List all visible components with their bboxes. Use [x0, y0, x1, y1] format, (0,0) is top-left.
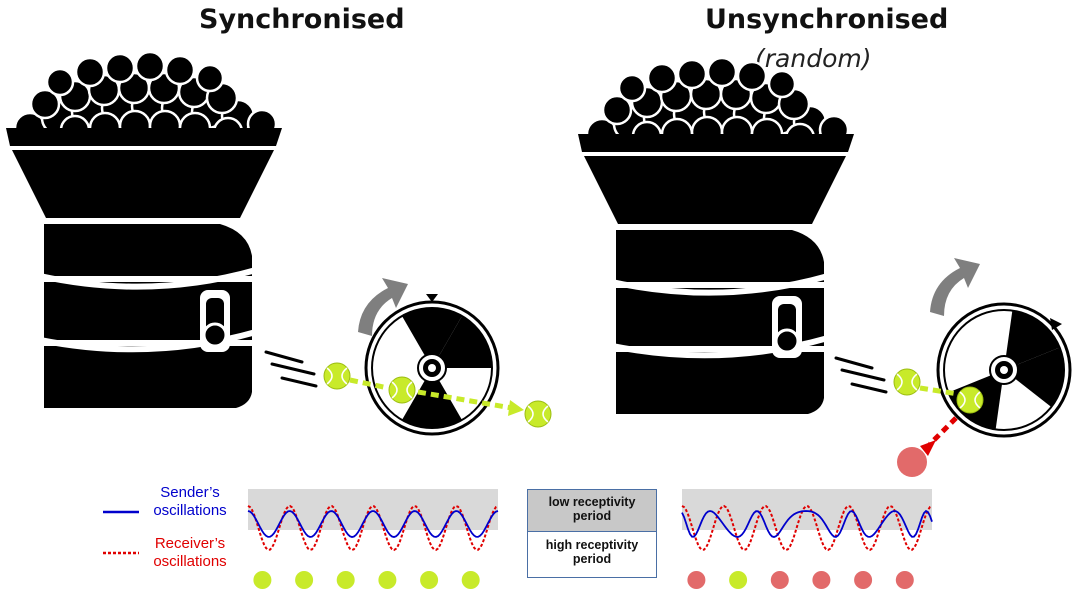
low-receptivity-key: low receptivity period: [527, 489, 657, 532]
outcome-ball-blocked: [687, 571, 706, 589]
oscillation-plot-unsynchronised: [681, 489, 933, 589]
outcome-ball-pass: [461, 571, 480, 589]
title-synchronised: Synchronised: [199, 4, 405, 35]
launched-ball-left: [323, 362, 351, 390]
outcome-ball-pass: [378, 571, 397, 589]
outcome-ball-blocked: [770, 571, 789, 589]
motion-lines-right: [834, 356, 888, 394]
launched-ball-right: [893, 368, 921, 396]
legend-receiver-line1: Receiver’s: [154, 535, 226, 552]
high-receptivity-line1: high receptivity: [545, 538, 639, 552]
passed-ball-left: [524, 400, 552, 428]
outcome-ball-pass: [253, 571, 272, 589]
ball-machine-right: [578, 58, 854, 414]
legend-receiver: Receiver’s oscillations: [145, 535, 235, 571]
sender-oscillation: [247, 510, 499, 538]
oscillation-plot-synchronised: [247, 489, 499, 589]
pass-arrow-left: [349, 377, 524, 416]
legend-sender: Sender’s oscillations: [145, 484, 235, 520]
spinning-wheel-right: [920, 294, 1084, 478]
outcome-ball-pass: [336, 571, 355, 589]
outcome-ball-blocked: [812, 571, 831, 589]
outcome-ball-blocked: [895, 571, 914, 589]
outcome-ball-pass: [729, 571, 748, 589]
legend-sender-line2: oscillations: [153, 502, 227, 519]
outcome-ball-blocked: [854, 571, 873, 589]
path-arrow-right: [919, 385, 959, 397]
blocked-arrow-right: [920, 416, 958, 456]
rotation-arrow-right: [930, 258, 980, 316]
low-receptivity-band: [248, 489, 498, 530]
title-unsynchronised: Unsynchronised: [705, 4, 949, 35]
sender-oscillation: [681, 509, 933, 538]
high-receptivity-line2: period: [572, 552, 612, 566]
blocked-ball-right: [897, 447, 927, 477]
high-receptivity-key: high receptivity period: [527, 531, 657, 578]
ball-in-wheel-left: [388, 376, 416, 404]
ball-in-wheel-right: [956, 386, 984, 414]
low-receptivity-line1: low receptivity: [548, 495, 636, 509]
outcome-ball-pass: [295, 571, 314, 589]
legend-receiver-line2: oscillations: [153, 553, 227, 570]
ball-machine-left: [6, 52, 282, 408]
low-receptivity-line2: period: [572, 509, 612, 523]
outcome-ball-pass: [420, 571, 439, 589]
spinning-wheel-left: [364, 294, 508, 446]
motion-lines-left: [264, 350, 318, 388]
legend-sender-line1: Sender’s: [160, 484, 220, 501]
subtitle-random: (random): [755, 44, 872, 73]
